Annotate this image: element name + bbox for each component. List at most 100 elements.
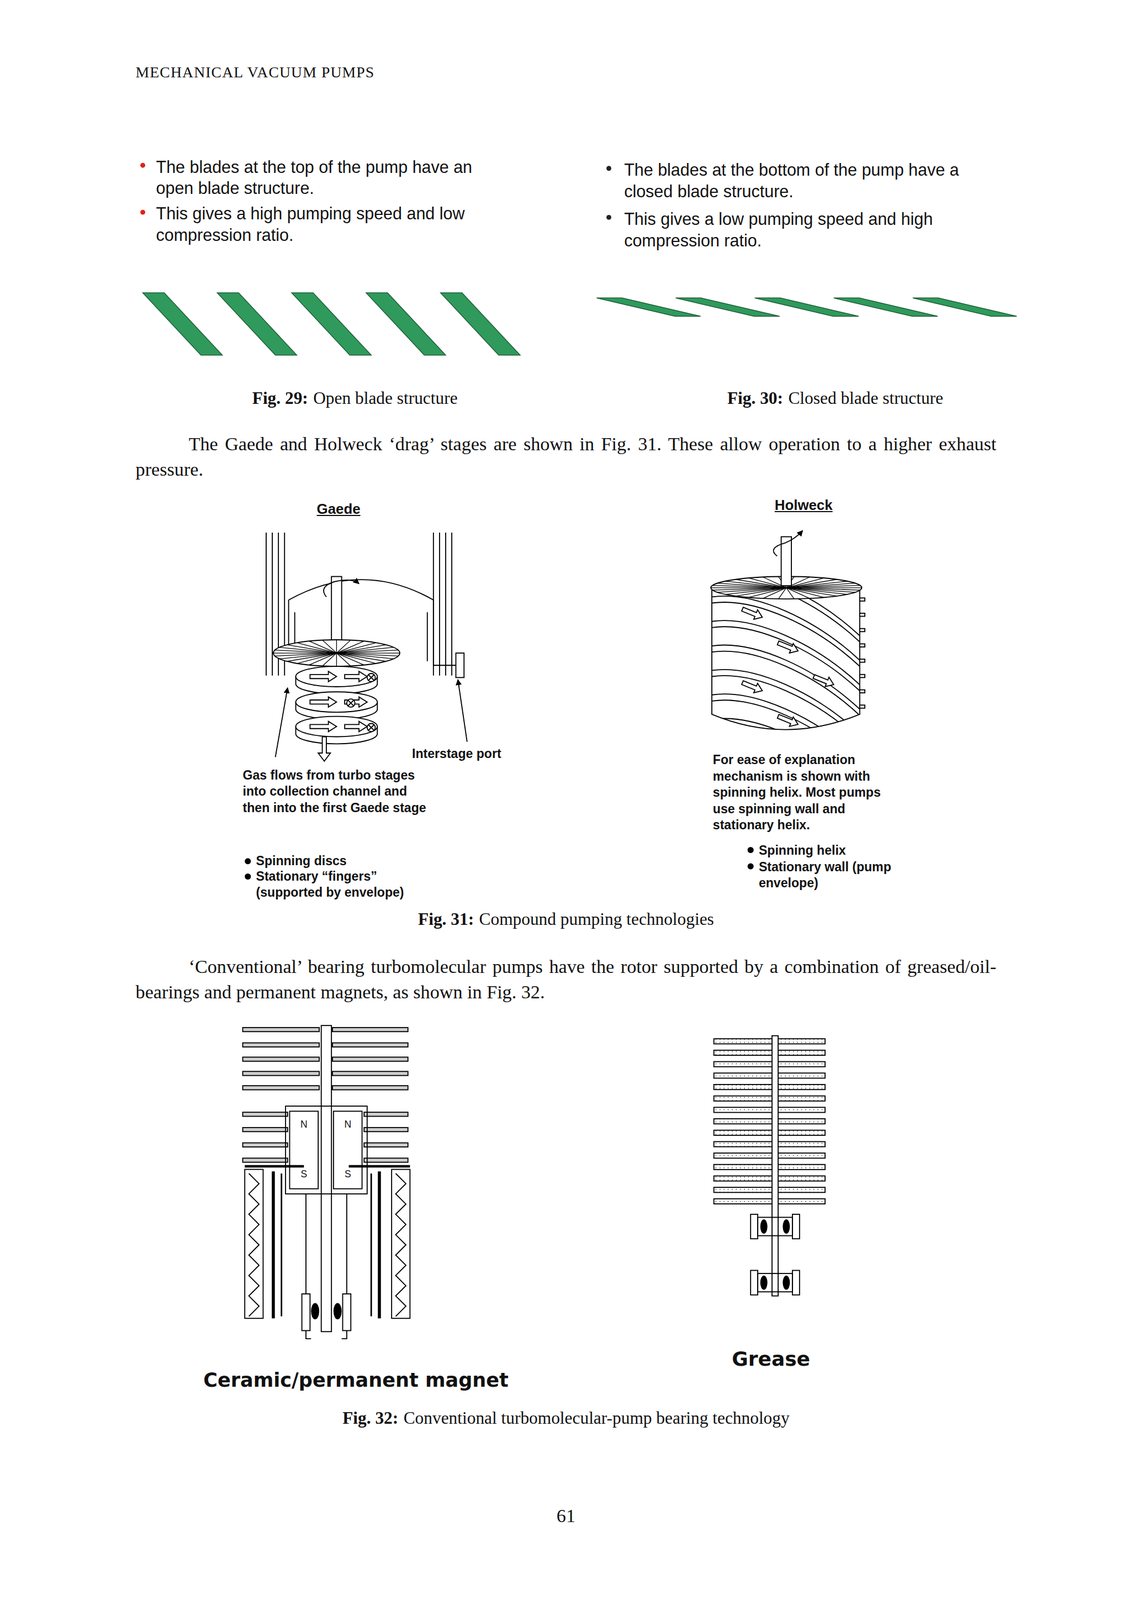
bullet [747,863,754,870]
bullet-text: This gives a high pumping speed and low … [156,202,499,246]
grease-bearing-drawing [714,1035,826,1296]
rotor-plate [363,1111,408,1116]
flow-arrow [776,711,801,729]
rotor-plate [778,1175,826,1181]
caption-text: Conventional turbomolecular-pump bearing… [403,1407,790,1428]
housing-wall [451,532,453,676]
helix-groove [711,675,860,740]
flow-into-page-cross [368,724,374,730]
rotor-plate [778,1164,826,1170]
rotor-plate [242,1157,288,1162]
rotor-plate [778,1198,826,1204]
rotor-plate [363,1127,408,1131]
rotor-plate [714,1164,773,1170]
housing-inner [426,611,428,662]
housing-wall [265,532,267,676]
rotor-plate [242,1127,288,1131]
housing-wall [271,532,273,676]
spinning-disc [296,716,378,737]
bearing-race [750,1269,758,1294]
fan-blade [786,587,810,599]
bullet [606,214,612,220]
helix-groove [711,669,860,734]
stator-winding [395,1172,406,1317]
closed-blade [675,297,780,316]
list-item: Spinning discs [256,852,440,870]
rotor-plate [778,1095,826,1101]
wall-fin [859,658,865,663]
housing-inner [433,599,457,665]
rotor-plate [363,1142,408,1147]
bearing-housing [757,1216,793,1235]
fan-blade [322,640,337,653]
permanent-magnet [333,1110,363,1188]
bullet [244,857,251,864]
bearing-ball [760,1218,768,1234]
rotor-plate [332,1027,409,1032]
stator-band [244,1169,263,1319]
bearing-ball [782,1275,790,1290]
leader-line [457,679,468,742]
flow-arrow [776,637,801,656]
bullet-text: The blades at the bottom of the pump hav… [624,159,1004,203]
housing-wall [439,532,441,676]
fan-blade [336,652,337,667]
fan-blade [725,580,787,588]
open-blade [291,292,372,356]
bearing-ball [760,1275,768,1290]
running-header: MECHANICAL VACUUM PUMPS [135,62,646,82]
fan-blade [786,583,856,588]
bearing-ball [782,1218,790,1234]
body-paragraph: The Gaede and Holweck ‘drag’ stages are … [135,431,997,483]
page-number: 61 [525,1504,607,1527]
open-blade [440,292,521,356]
pole-label: S [339,1167,357,1180]
motor-frame [281,1172,372,1317]
figure-label: Ceramic/permanent magnet [141,1367,571,1392]
rotor-plate [778,1049,826,1055]
rotor-plate [778,1061,826,1067]
flow-into-page-cross [348,700,354,706]
figure-note: For ease of explanation mechanism is sho… [712,751,899,834]
fan-blade [279,652,337,659]
rotor-plate [714,1049,773,1055]
spinning-disc [296,691,378,712]
fan-blade [786,587,795,599]
figure-caption: Fig. 30:Closed blade structure [727,387,944,410]
rotor-plate [332,1085,409,1090]
bearing-sleeve [305,1193,347,1339]
motor-frame [273,1170,380,1318]
shaft [321,1024,332,1331]
closed-blade [833,297,938,316]
rotor-plate [778,1118,826,1124]
bearing-race [792,1213,800,1239]
caption-text: Compound pumping technologies [479,908,715,929]
bullet [140,162,146,168]
rotor-plate [778,1084,826,1090]
callout-note: Gas flows from turbo stages into collect… [242,767,437,817]
rotor-plate [714,1175,773,1181]
permanent-magnet [289,1110,319,1188]
rotor-plate [332,1042,409,1047]
wall-fin [859,643,865,647]
stator-top [244,1164,410,1168]
figure-label: Grease [658,1346,884,1371]
wall-fin [859,597,865,601]
bearing-ball [310,1302,320,1320]
figure-title: Gaede [267,499,411,519]
flow-arrow [344,721,368,732]
rotor-plate [714,1186,773,1192]
figure-number: Fig. 30: [727,388,784,408]
flow-into-page [346,698,356,707]
wall-fin [859,674,865,678]
helix-groove [711,645,860,710]
rotation-arrow [323,579,359,597]
bearing-race [342,1293,351,1330]
fan-blade [786,587,848,595]
figure-caption: Fig. 29:Open blade structure [252,387,458,410]
fan-blade [717,587,787,593]
bearing-race [792,1269,800,1294]
flow-arrow [740,604,765,622]
open-blade [143,292,223,356]
